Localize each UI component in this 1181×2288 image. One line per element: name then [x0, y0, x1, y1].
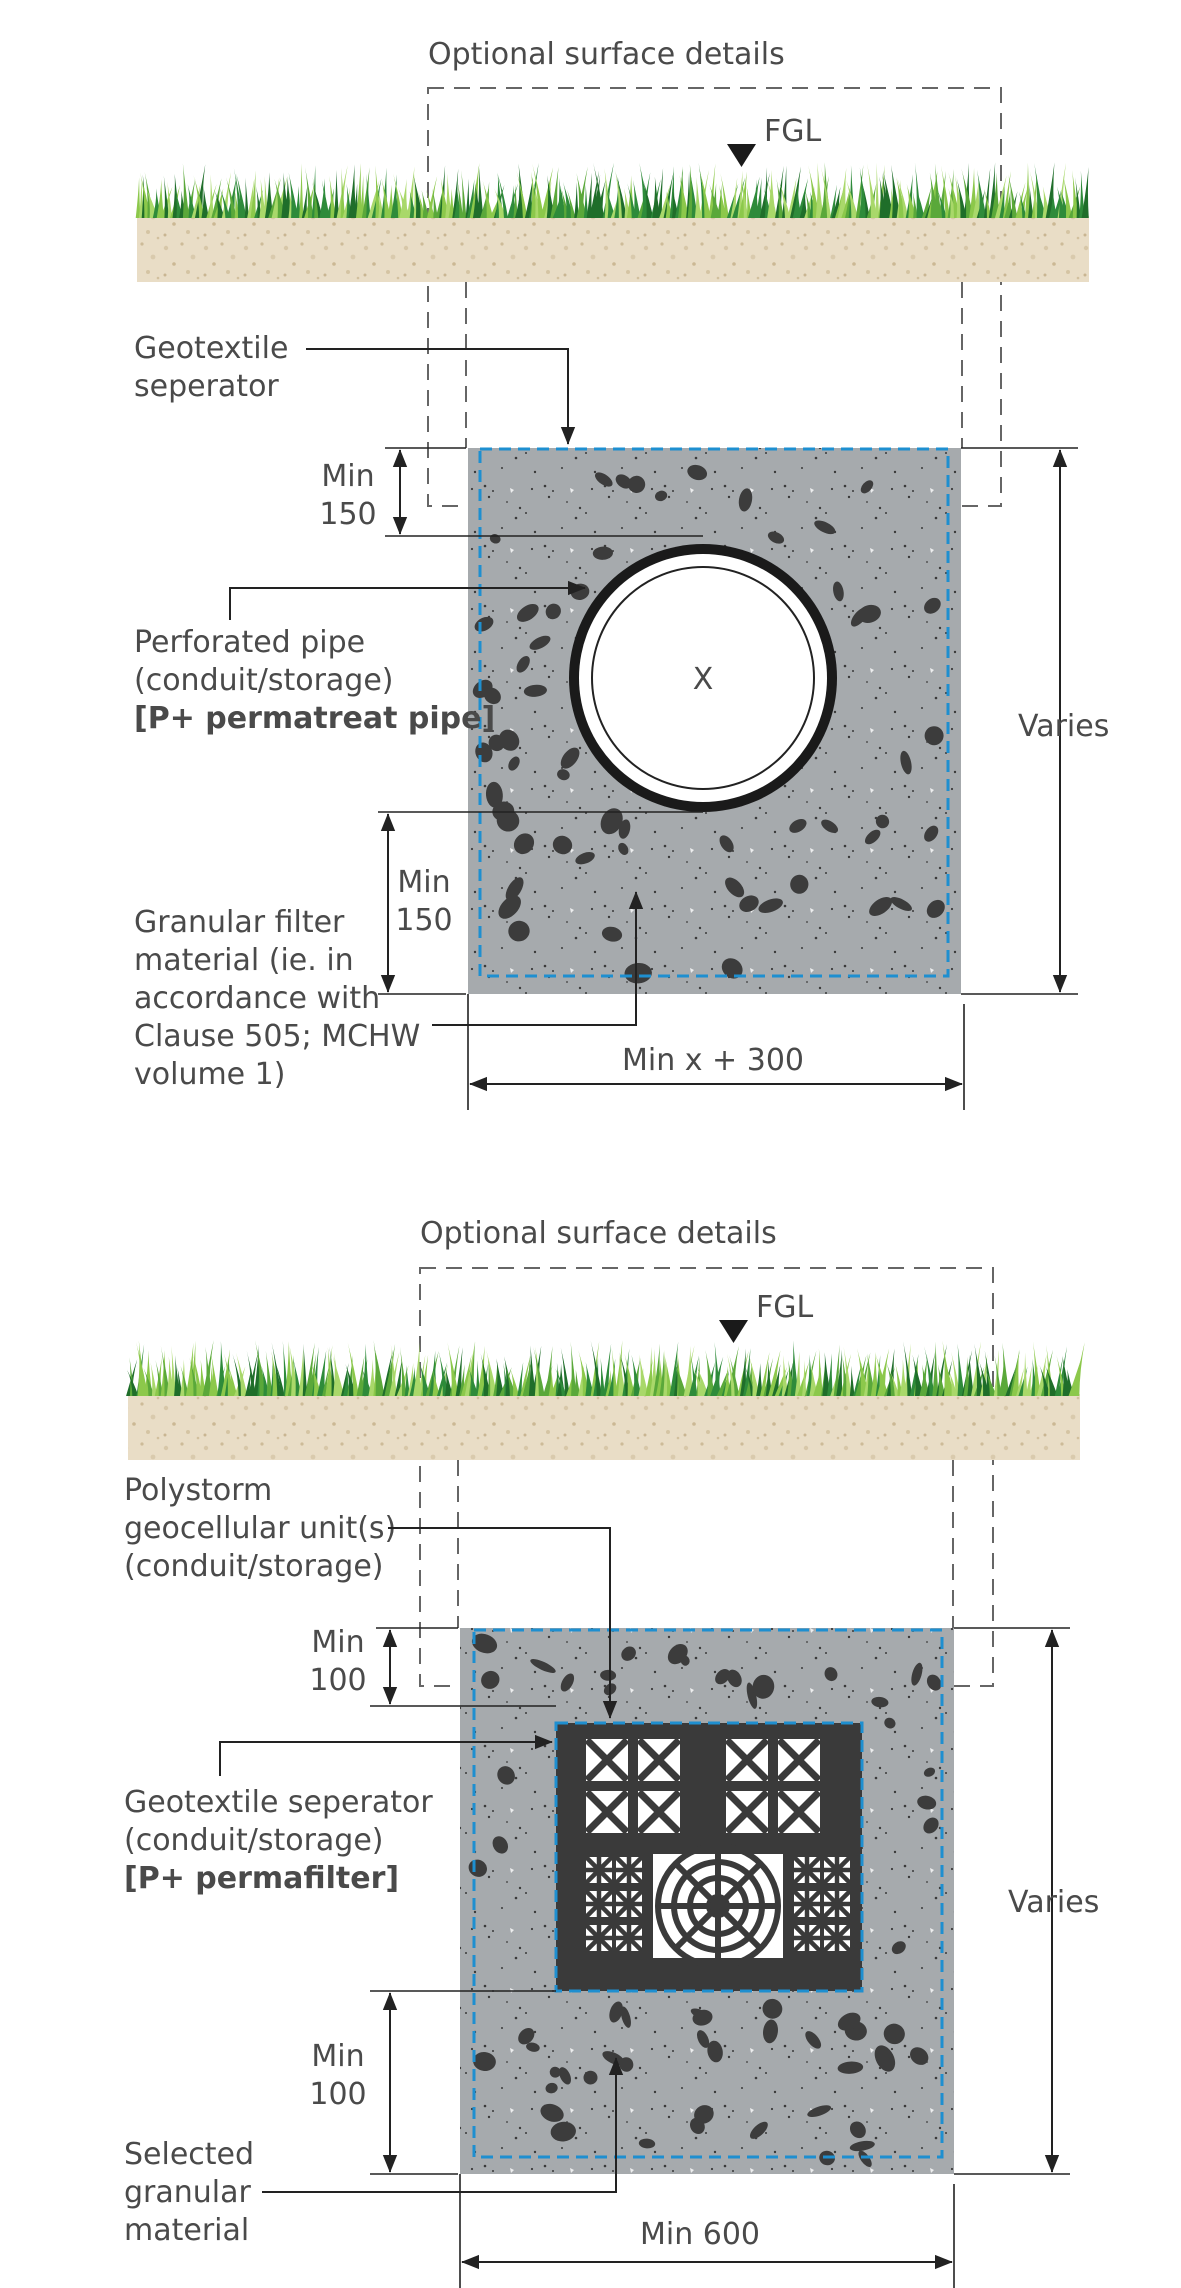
unit-cell-8 — [776, 1789, 822, 1835]
surface-details-outline-2 — [419, 1267, 994, 1687]
perforated-pipe-inner — [591, 566, 815, 790]
geotextile-line-2 — [472, 1628, 944, 2159]
material-label-line-3: material — [124, 2213, 249, 2248]
unit-cell-5 — [584, 1789, 630, 1835]
grass-strip-1 — [135, 162, 1089, 218]
min-top-value-2: 100 — [309, 1663, 366, 1698]
diagram-2-geocellular-trench: Optional surface details FGL — [124, 1216, 1099, 2288]
unit-side-cell-4 — [614, 1889, 644, 1919]
unit-cell-3 — [724, 1737, 770, 1783]
pipe-product-label: [P+ permatreat pipe] — [134, 701, 495, 736]
geotextile-line-1 — [478, 447, 950, 978]
separator-label-line-2: (conduit/storage) — [124, 1823, 384, 1858]
fgl-triangle-icon-1 — [727, 144, 756, 167]
min-bottom-value-2: 100 — [309, 2077, 366, 2112]
surface-details-outline-1 — [427, 87, 1002, 507]
min-top-label-1: Min — [321, 459, 374, 494]
pipe-label-line-2: (conduit/storage) — [134, 663, 394, 698]
unit-cell-1 — [584, 1737, 630, 1783]
min-bottom-value-1: 150 — [395, 903, 452, 938]
geotextile-label-line-2: seperator — [134, 369, 279, 404]
unit-side-cell-7 — [792, 1855, 822, 1885]
width-label-2: Min 600 — [640, 2217, 760, 2252]
min-top-value-1: 150 — [319, 497, 376, 532]
surface-details-title-2: Optional surface details — [420, 1216, 777, 1251]
topsoil-layer-1 — [137, 216, 1089, 282]
aggregate-stones-1 — [472, 464, 945, 984]
unit-side-cell-9 — [792, 1889, 822, 1919]
filter-leader — [432, 891, 644, 1026]
unit-cell-2 — [636, 1737, 682, 1783]
aggregate-stones-2 — [468, 1633, 942, 2167]
fgl-label-1: FGL — [764, 114, 822, 149]
filter-label-line-3: accordance with — [134, 981, 380, 1016]
unit-side-cell-1 — [584, 1855, 614, 1885]
unit-label-line-2: geocellular unit(s) — [124, 1511, 396, 1546]
separator-product-label: [P+ permafilter] — [124, 1861, 399, 1896]
filter-label-line-1: Granular filter — [134, 905, 345, 940]
unit-cell-6 — [636, 1789, 682, 1835]
filter-label-line-2: material (ie. in — [134, 943, 354, 978]
geocellular-unit — [554, 1721, 864, 1993]
filter-label-line-5: volume 1) — [134, 1057, 285, 1092]
filter-label-line-4: Clause 505; MCHW — [134, 1019, 420, 1054]
fgl-label-2: FGL — [756, 1290, 814, 1325]
fgl-triangle-icon-2 — [719, 1320, 748, 1343]
separator-leader — [219, 1734, 553, 1776]
unit-side-cell-8 — [822, 1855, 852, 1885]
min-top-label-2: Min — [311, 1625, 364, 1660]
unit-label-line-3: (conduit/storage) — [124, 1549, 384, 1584]
unit-side-cell-5 — [584, 1923, 614, 1953]
separator-label-line-1: Geotextile seperator — [124, 1785, 433, 1820]
geotextile-leader-1 — [306, 348, 576, 445]
varies-label-1: Varies — [1018, 709, 1109, 744]
unit-side-cell-6 — [614, 1923, 644, 1953]
unit-wrap-geotextile — [554, 1721, 864, 1993]
material-label-line-2: granular — [124, 2175, 252, 2210]
material-leader — [262, 2057, 624, 2193]
unit-side-cell-2 — [614, 1855, 644, 1885]
width-label-1: Min x + 300 — [622, 1043, 804, 1078]
unit-cell-4 — [776, 1737, 822, 1783]
unit-centre-web — [647, 1843, 789, 1969]
unit-side-cell-3 — [584, 1889, 614, 1919]
unit-side-cell-12 — [822, 1923, 852, 1953]
topsoil-layer-2 — [128, 1394, 1080, 1460]
unit-side-cell-10 — [822, 1889, 852, 1919]
unit-leader — [388, 1527, 618, 1719]
material-label-line-1: Selected — [124, 2137, 254, 2172]
unit-label-line-1: Polystorm — [124, 1473, 272, 1508]
diagram-1-pipe-trench: Optional surface details FGL X Geotextil… — [134, 37, 1109, 1110]
varies-label-2: Varies — [1008, 1885, 1099, 1920]
unit-side-cell-11 — [792, 1923, 822, 1953]
pipe-label-line-1: Perforated pipe — [134, 625, 365, 660]
min-bottom-label-2: Min — [311, 2039, 364, 2074]
min-bottom-label-1: Min — [397, 865, 450, 900]
surface-details-title-1: Optional surface details — [428, 37, 785, 72]
geotextile-label-line-1: Geotextile — [134, 331, 288, 366]
grass-strip-2 — [126, 1340, 1085, 1396]
pipe-leader — [229, 580, 586, 620]
unit-cell-7 — [724, 1789, 770, 1835]
pipe-diameter-symbol: X — [693, 662, 714, 697]
